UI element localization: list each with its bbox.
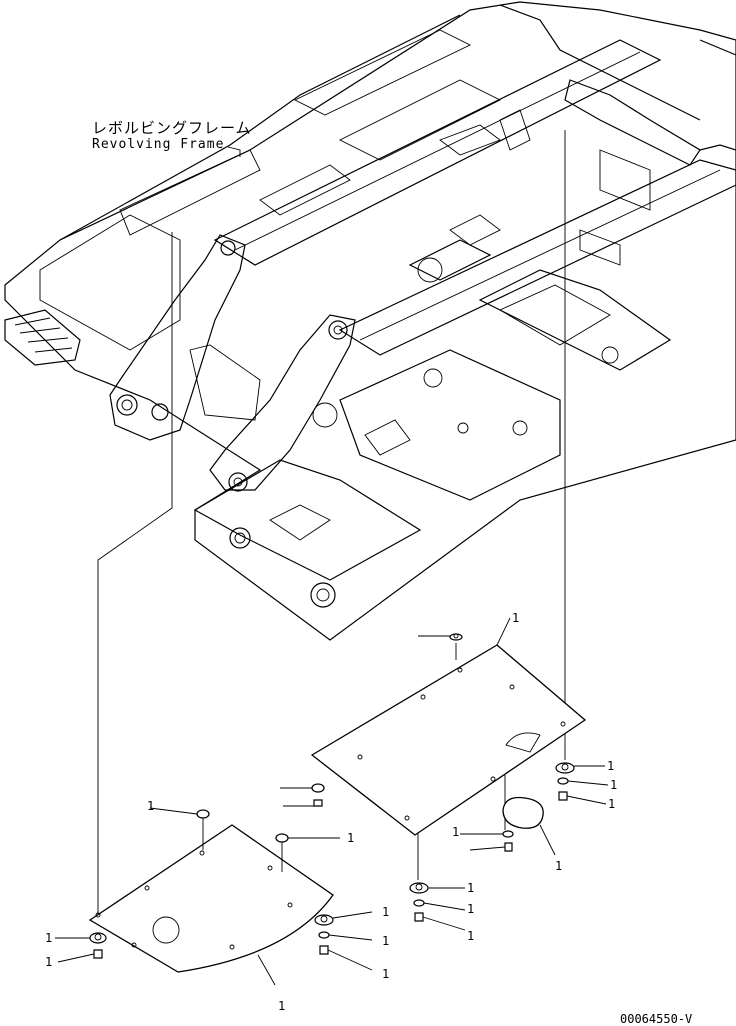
callout-1: 1 bbox=[347, 831, 354, 845]
revolving-frame bbox=[4, 1, 736, 641]
callout-5: 1 bbox=[452, 825, 459, 839]
oval-cover bbox=[502, 796, 556, 856]
callout-17: 1 bbox=[512, 611, 519, 625]
callout-14: 1 bbox=[45, 931, 52, 945]
fastener-group-lower-right bbox=[314, 911, 373, 971]
lower-cover-plate bbox=[88, 824, 334, 986]
assembly-leaders bbox=[97, 130, 566, 915]
frame-label-en: Revolving Frame bbox=[92, 137, 225, 152]
callout-4: 1 bbox=[608, 797, 615, 811]
callout-11: 1 bbox=[382, 934, 389, 948]
upper-cover-plate bbox=[310, 644, 587, 836]
callout-6: 1 bbox=[555, 859, 562, 873]
fastener-group-middle bbox=[409, 830, 514, 931]
callout-8: 1 bbox=[467, 902, 474, 916]
callout-2: 1 bbox=[607, 759, 614, 773]
callout-12: 1 bbox=[382, 967, 389, 981]
callout-7: 1 bbox=[467, 881, 474, 895]
fastener-group-lower-left bbox=[55, 932, 107, 963]
fastener-group-upper bbox=[418, 617, 511, 660]
callout-13: 1 bbox=[278, 999, 285, 1013]
fastener-group-right bbox=[555, 762, 609, 805]
callout-3: 1 bbox=[610, 778, 617, 792]
frame-label-jp: レボルビングフレーム bbox=[92, 119, 252, 137]
frame-label-leader bbox=[227, 146, 241, 157]
callout-9: 1 bbox=[467, 929, 474, 943]
callout-16: 1 bbox=[147, 799, 154, 813]
callout-15: 1 bbox=[45, 955, 52, 969]
drawing-code: 00064550-V bbox=[620, 1012, 693, 1026]
fastener-group-left bbox=[149, 783, 340, 872]
callout-numbers: 1 1 1 1 1 1 1 1 1 1 1 1 1 1 1 1 1 bbox=[45, 611, 617, 1013]
callout-10: 1 bbox=[382, 905, 389, 919]
